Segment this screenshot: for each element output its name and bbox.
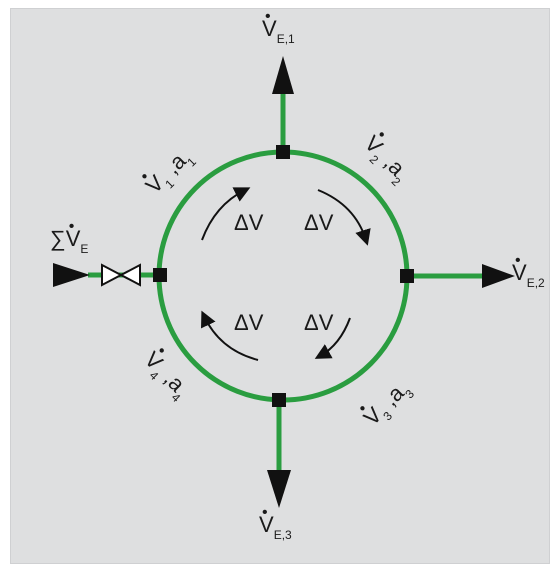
inlet-arrow-icon xyxy=(53,263,90,287)
circulation-arrow-icon xyxy=(201,187,251,241)
junction-node-icon xyxy=(272,393,286,407)
junction-node-icon xyxy=(400,269,414,283)
inlet-label: ∑•VE xyxy=(50,218,89,256)
circulation-arrow-icon xyxy=(201,310,259,361)
arrow-down-icon xyxy=(267,470,291,508)
right-outlet-label: •VE,2 xyxy=(512,252,545,290)
delta-label: ΔV xyxy=(234,210,264,235)
top-outlet-label: •VE,1 xyxy=(262,8,295,46)
circulation-arrow-icon xyxy=(314,317,351,359)
delta-label: ΔV xyxy=(304,210,334,235)
valve-icon xyxy=(101,263,141,287)
circulation-arrow-icon xyxy=(317,189,371,246)
delta-label: ΔV xyxy=(234,310,264,335)
ring-pipe xyxy=(156,149,410,403)
arrow-right-icon xyxy=(482,264,515,288)
junction-node-icon xyxy=(276,145,290,159)
arrow-up-icon xyxy=(272,56,294,94)
bottom-outlet-label: •VE,3 xyxy=(259,504,292,542)
delta-label: ΔV xyxy=(304,310,334,335)
junction-node-icon xyxy=(153,268,167,282)
